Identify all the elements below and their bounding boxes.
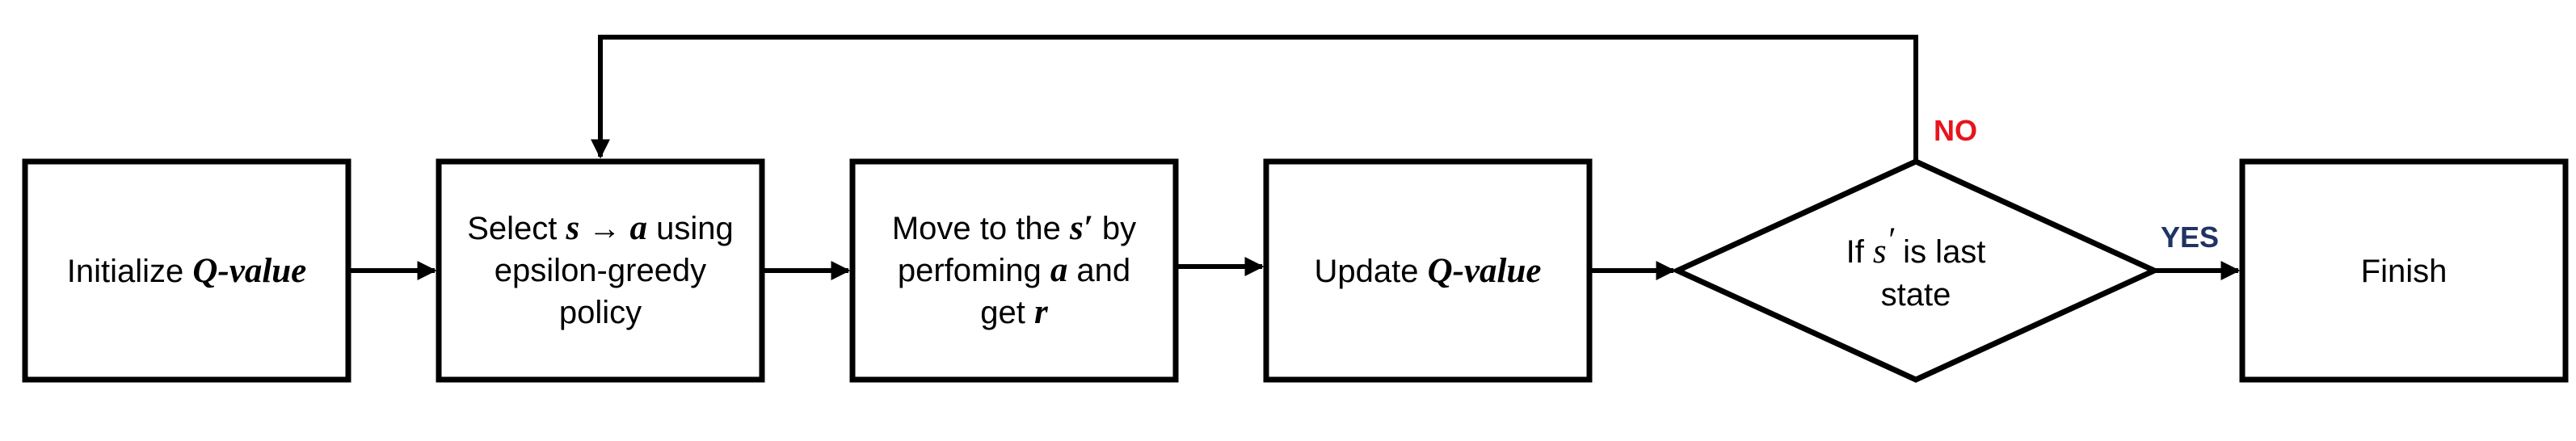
node-move: Move to the s′ by perfoming a and get r (849, 158, 1179, 383)
node-update-box (1263, 158, 1593, 383)
branch-label-yes: YES (2161, 220, 2219, 254)
edge-decision-no-loop-back (591, 35, 1918, 160)
node-select-action-line2: epsilon-greedy (495, 253, 706, 288)
node-select-action-box (436, 158, 765, 383)
node-initialize-text: Initialize (67, 254, 193, 289)
node-initialize: Initialize Q-value (22, 158, 351, 383)
node-move-line3: get r (980, 293, 1049, 331)
node-select-action: Select s → a using epsilon-greedy policy (436, 158, 765, 383)
node-finish-box (2239, 158, 2569, 383)
node-update-label: Update Q-value (1314, 252, 1541, 290)
node-initialize-box (22, 158, 351, 383)
node-decision-line2: state (1881, 277, 1951, 313)
node-select-action-line3: policy (559, 295, 642, 330)
node-finish-label: Finish (2361, 254, 2448, 289)
node-select-action-line1: Select s → a using (467, 209, 734, 247)
branch-label-no: NO (1934, 114, 1977, 147)
node-move-line2: perfoming a and (898, 251, 1130, 289)
node-update: Update Q-value (1263, 158, 1593, 383)
node-move-line1: Move to the s′ by (892, 209, 1136, 247)
node-initialize-label: Initialize Q-value (67, 252, 307, 290)
node-decision: If s′ is last state (1670, 158, 2161, 383)
node-decision-diamond (1670, 158, 2161, 383)
node-finish: Finish (2239, 158, 2569, 383)
node-move-box (849, 158, 1179, 383)
node-decision-line1: If s′ is last (1846, 221, 1986, 271)
node-initialize-math: Q-value (192, 252, 306, 290)
